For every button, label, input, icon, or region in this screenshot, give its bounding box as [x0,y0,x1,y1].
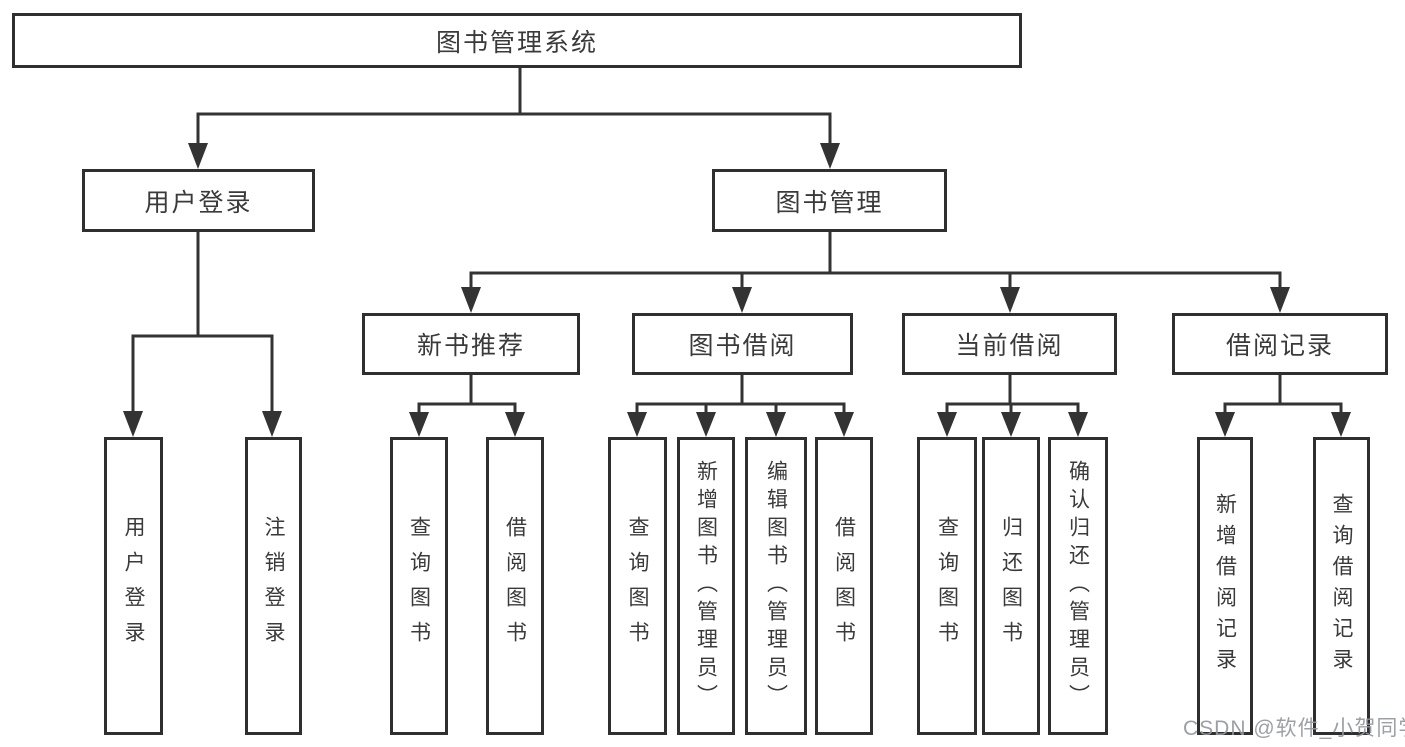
node-leaf-edit-book-admin: 编辑图书（管理员） [745,437,807,735]
node-label: 借阅图书 [503,516,527,656]
node-label: 新增借阅记录 [1213,493,1237,679]
node-label: 图书管理系统 [435,28,598,57]
node-label: 确认归还（管理员） [1066,460,1090,712]
node-leaf-query-books-current: 查询图书 [917,437,977,735]
node-label: 用户登录 [122,516,145,656]
node-leaf-return-book: 归还图书 [982,437,1040,735]
node-label: 图书管理 [775,188,884,217]
connector-book-mgmt-to-level3 [461,232,1290,313]
node-leaf-user-login: 用户登录 [104,437,163,735]
connector-root-to-level2 [188,68,840,169]
node-leaf-query-borrow-record: 查询借阅记录 [1313,437,1370,735]
node-leaf-query-books-recommend: 查询图书 [390,437,448,735]
watermark: CSDN @软件_小贺同学 [1183,717,1405,740]
node-label: 查询图书 [626,516,649,656]
connector-user-login-to-leaves [123,232,282,437]
node-label: 查询借阅记录 [1330,493,1353,679]
node-leaf-borrow-books-recommend: 借阅图书 [486,437,544,735]
node-label: 图书借阅 [688,332,797,360]
connector-borrow-records-to-leaves [1215,375,1351,437]
node-leaf-query-books-borrow: 查询图书 [608,437,667,735]
node-borrow-records: 借阅记录 [1172,313,1388,375]
node-leaf-add-borrow-record: 新增借阅记录 [1197,437,1253,735]
node-leaf-borrow-book: 借阅图书 [815,437,873,735]
node-label: 新书推荐 [416,332,525,360]
node-book-management: 图书管理 [712,169,947,232]
node-label: 借阅图书 [832,516,856,656]
node-label: 新增图书（管理员） [694,460,718,712]
node-label: 编辑图书（管理员） [764,460,788,712]
node-current-borrow: 当前借阅 [902,313,1117,375]
node-root-library-system: 图书管理系统 [12,13,1022,68]
node-label: 查询图书 [935,516,959,656]
node-label: 当前借阅 [955,332,1064,360]
node-label: 借阅记录 [1225,332,1334,360]
node-leaf-confirm-return-admin: 确认归还（管理员） [1048,437,1108,735]
node-label: 用户登录 [144,188,253,217]
node-new-book-recommend: 新书推荐 [362,313,580,375]
node-leaf-add-book-admin: 新增图书（管理员） [677,437,735,735]
node-leaf-logout: 注销登录 [245,437,302,735]
node-label: 注销登录 [262,516,285,656]
node-book-borrow: 图书借阅 [632,313,853,375]
connector-new-book-recommend-to-leaves [409,375,525,437]
node-label: 归还图书 [999,516,1023,656]
connector-current-borrow-to-leaves [937,375,1088,437]
node-user-login: 用户登录 [82,169,315,232]
node-label: 查询图书 [407,516,431,656]
connector-book-borrow-to-leaves [627,375,854,437]
